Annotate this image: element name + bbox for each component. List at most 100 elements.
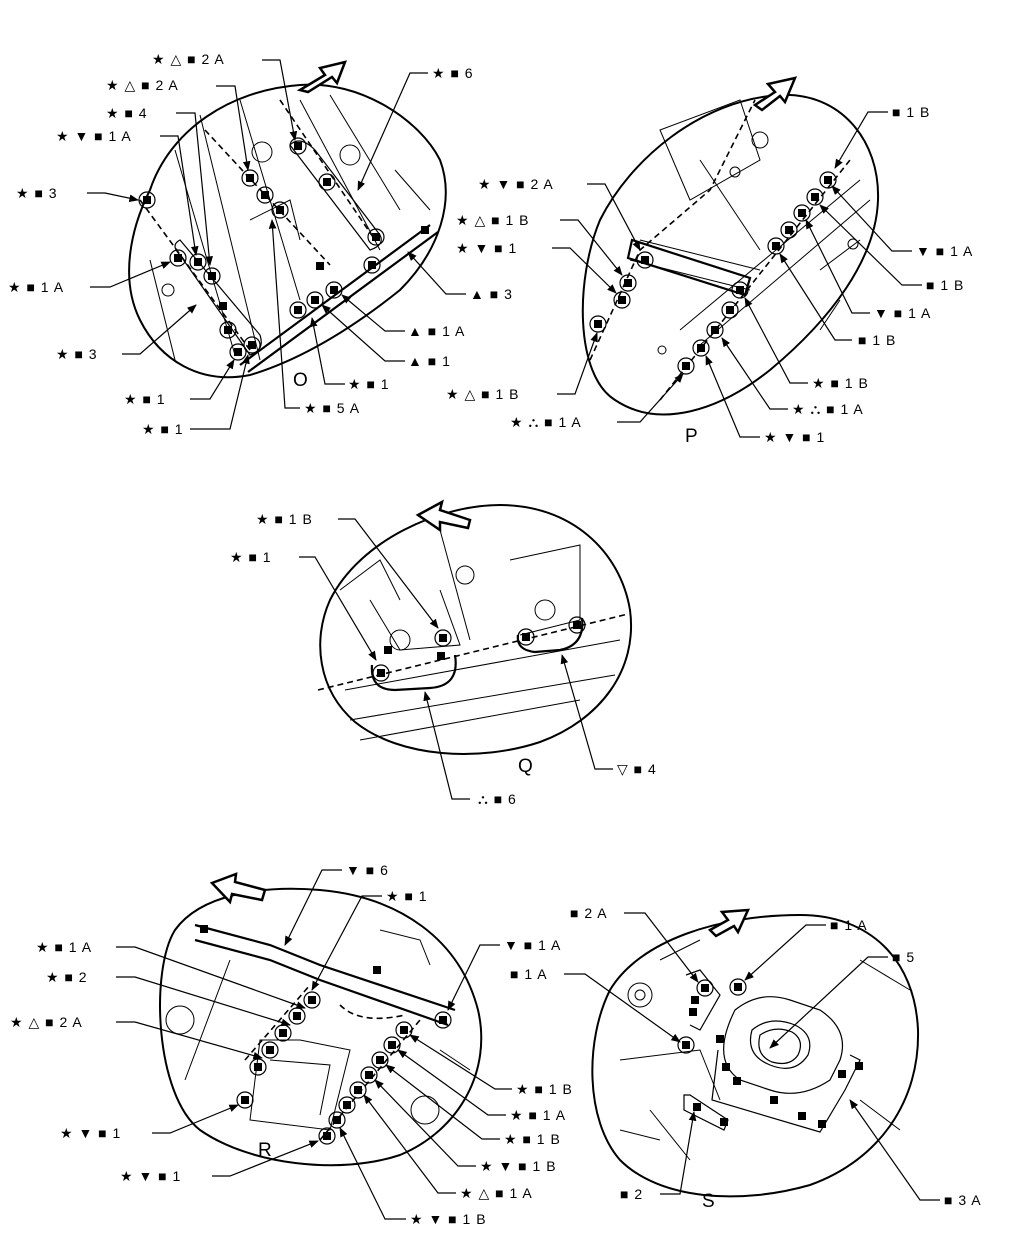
weld-point bbox=[349, 1081, 367, 1099]
weld-point bbox=[316, 262, 324, 270]
weld-point bbox=[360, 1066, 378, 1084]
view-s-caption: S bbox=[702, 1191, 715, 1212]
view-o-callout: ★ ■ 6 bbox=[432, 65, 474, 81]
weld-point bbox=[363, 256, 381, 274]
view-s-direction-arrow bbox=[707, 908, 751, 938]
view-p-direction-arrow bbox=[752, 76, 798, 112]
view-q-direction-arrow bbox=[415, 499, 472, 533]
view-s-callout: ■ 2 bbox=[620, 1186, 643, 1202]
weld-point bbox=[731, 281, 749, 299]
view-o-callout: ★ ■ 1 bbox=[142, 421, 184, 437]
weld-point bbox=[716, 1035, 724, 1043]
view-r-callout: ★ ■ 2 bbox=[46, 969, 88, 985]
weld-point bbox=[338, 1096, 356, 1114]
weld-point bbox=[169, 249, 187, 267]
weld-point bbox=[636, 251, 654, 269]
view-o: ★ △ ■ 2 A ★ △ ■ 2 A ★ ■ 6 ★ ■ 4 ★ ▼ ■ 1 … bbox=[8, 51, 513, 437]
view-p-callout: ▼ ■ 1 A bbox=[916, 243, 973, 259]
view-p-leaders bbox=[552, 111, 922, 438]
view-r-structure bbox=[165, 923, 471, 1141]
view-p-callout: ★ △ ■ 1 B bbox=[446, 386, 519, 402]
view-o-callout: ▲ ■ 3 bbox=[470, 286, 513, 302]
view-r-callout: ★ ■ 1 B bbox=[516, 1081, 573, 1097]
view-q-callout: ⛬ ■ 6 bbox=[478, 791, 517, 807]
weld-point bbox=[793, 204, 811, 222]
view-p-boundary bbox=[581, 93, 880, 416]
view-o-callout: ★ ■ 5 A bbox=[304, 400, 360, 416]
weld-point bbox=[692, 339, 710, 357]
weld-point bbox=[780, 221, 798, 239]
weld-point bbox=[367, 228, 385, 246]
view-r-callout: ★ ■ 1 A bbox=[36, 939, 92, 955]
view-p-callout: ★ ⛬ ■ 1 A bbox=[792, 401, 864, 417]
view-o-leaders bbox=[87, 59, 466, 430]
weld-point bbox=[328, 1111, 346, 1129]
weld-point bbox=[236, 1091, 254, 1109]
weld-point bbox=[589, 315, 607, 333]
view-r-callout: ★ △ ■ 1 A bbox=[460, 1185, 533, 1201]
weld-point bbox=[517, 628, 535, 646]
view-r-callout: ★ ■ 1 B bbox=[504, 1131, 561, 1147]
weld-point bbox=[243, 336, 261, 354]
view-p: ■ 1 B ★ ▼ ■ 2 A ★ △ ■ 1 B ★ ▼ ■ 1 ▼ ■ 1 … bbox=[446, 76, 973, 447]
view-p-callout: ★ △ ■ 1 B bbox=[456, 212, 529, 228]
view-o-callout: ★ ■ 1 A bbox=[8, 279, 64, 295]
weld-point bbox=[819, 171, 837, 189]
weld-point bbox=[261, 1041, 279, 1059]
view-p-weld-points bbox=[589, 171, 837, 375]
view-p-callout: ■ 1 B bbox=[892, 104, 930, 120]
weld-point bbox=[434, 1011, 452, 1029]
view-r-callout: ★ △ ■ 2 A bbox=[10, 1014, 83, 1030]
view-o-callout: ★ ■ 4 bbox=[106, 105, 148, 121]
view-s: ■ 2 A ■ 1 A ■ 1 A ■ 5 ■ 2 ■ 3 A S bbox=[510, 905, 981, 1212]
weld-point bbox=[691, 996, 699, 1004]
weld-point bbox=[434, 629, 452, 647]
view-r-weld-points bbox=[200, 925, 452, 1145]
weld-point bbox=[138, 191, 156, 209]
weld-point bbox=[689, 1008, 697, 1016]
view-r-caption: R bbox=[258, 1140, 272, 1161]
view-q-weld-points bbox=[372, 616, 586, 682]
view-s-callout: ■ 1 A bbox=[830, 917, 868, 933]
view-r-callout: ★ ▼ ■ 1 bbox=[60, 1125, 121, 1141]
view-o-direction-arrow bbox=[296, 60, 348, 94]
weld-point bbox=[437, 652, 445, 660]
weld-point bbox=[568, 616, 586, 634]
view-q-boundary bbox=[319, 503, 633, 755]
view-o-callout: ▲ ■ 1 A bbox=[408, 323, 465, 339]
view-o-callout: ★ △ ■ 2 A bbox=[152, 51, 225, 67]
view-q-callout: ▽ ■ 4 bbox=[617, 761, 657, 777]
view-r-callout: ★ ▼ ■ 1 bbox=[120, 1168, 181, 1184]
weld-point bbox=[373, 966, 381, 974]
view-s-callout: ■ 5 bbox=[892, 949, 915, 965]
weld-point bbox=[371, 1051, 389, 1069]
view-s-callout: ■ 2 A bbox=[570, 905, 608, 921]
view-o-caption: O bbox=[293, 370, 308, 391]
view-p-callout: ▼ ■ 1 A bbox=[874, 305, 931, 321]
view-p-callout: ■ 1 B bbox=[858, 332, 896, 348]
view-r-callout: ★ ■ 1 A bbox=[510, 1107, 566, 1123]
view-s-leaders bbox=[564, 912, 940, 1201]
weld-point bbox=[318, 1127, 336, 1145]
view-p-callout: ★ ⛬ ■ 1 A bbox=[510, 414, 582, 430]
weld-point bbox=[706, 321, 724, 339]
view-o-callout: ★ ■ 1 bbox=[348, 376, 390, 392]
weld-point bbox=[318, 173, 336, 191]
weld-point bbox=[383, 1036, 401, 1054]
weld-point bbox=[271, 201, 289, 219]
weld-point bbox=[722, 1063, 730, 1071]
view-q-caption: Q bbox=[518, 756, 533, 777]
view-p-callout: ★ ▼ ■ 2 A bbox=[478, 176, 554, 192]
weld-point bbox=[325, 281, 343, 299]
view-p-caption: P bbox=[685, 426, 698, 447]
weld-point bbox=[613, 291, 631, 309]
weld-point bbox=[677, 357, 695, 375]
view-r-callout: ★ ■ 1 bbox=[386, 888, 428, 904]
weld-point bbox=[219, 302, 227, 310]
view-r-callout: ★ ▼ ■ 1 B bbox=[480, 1158, 557, 1174]
view-o-callout: ★ ▼ ■ 1 A bbox=[56, 128, 132, 144]
weld-point bbox=[200, 925, 208, 933]
weld-point bbox=[693, 1103, 701, 1111]
weld-point bbox=[219, 321, 237, 339]
